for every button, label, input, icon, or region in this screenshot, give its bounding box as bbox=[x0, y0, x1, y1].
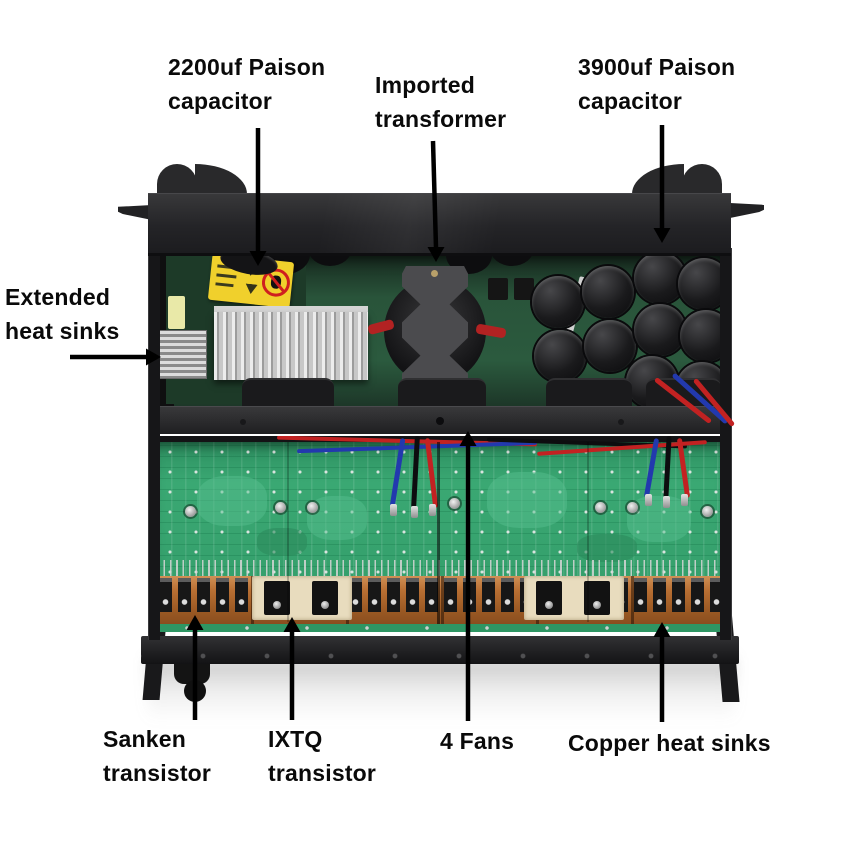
cooling-fan-2 bbox=[398, 378, 486, 408]
pcb-screw bbox=[275, 502, 286, 513]
pcb-screw bbox=[627, 502, 638, 513]
pcb-trace-pour bbox=[307, 496, 367, 540]
solder-lug bbox=[663, 496, 670, 508]
rack-ear-right bbox=[730, 203, 764, 218]
warning-triangle-icon bbox=[245, 283, 258, 294]
label-imported-transformer: Imported transformer bbox=[375, 72, 507, 132]
divider-screw bbox=[240, 419, 246, 425]
module-screw bbox=[593, 601, 601, 609]
reflection-shadow bbox=[148, 658, 734, 728]
bottom-bar bbox=[141, 636, 739, 664]
prohibition-slash bbox=[266, 271, 286, 294]
ixtq-module bbox=[584, 581, 610, 615]
transformer-screw bbox=[431, 270, 438, 277]
power-capacitor bbox=[634, 304, 686, 356]
board-seam bbox=[437, 442, 440, 624]
right-handle-slope bbox=[632, 164, 684, 194]
solder-lug bbox=[411, 506, 418, 518]
ixtq-module-panel bbox=[252, 576, 352, 620]
power-capacitor bbox=[532, 276, 584, 328]
psu-section bbox=[158, 250, 721, 408]
rack-ear-left bbox=[118, 205, 152, 220]
label-extended-heatsinks: Extended heat sinks bbox=[5, 284, 120, 344]
solder-lug bbox=[645, 494, 652, 506]
pcb-screw bbox=[185, 506, 196, 517]
solder-lug bbox=[390, 504, 397, 516]
film-capacitor bbox=[168, 296, 185, 329]
transformer-cover bbox=[402, 266, 468, 394]
divider-screw bbox=[436, 417, 444, 425]
left-handle-slope bbox=[195, 164, 247, 194]
module-screw bbox=[273, 601, 281, 609]
solder-lug bbox=[681, 494, 688, 506]
pcb-screw bbox=[702, 506, 713, 517]
transistor-row bbox=[159, 578, 721, 612]
label-ixtq-transistor: IXTQ transistor bbox=[268, 726, 377, 786]
left-handle bbox=[157, 164, 197, 196]
extended-heatsink-small bbox=[159, 330, 207, 379]
ixtq-module bbox=[536, 581, 562, 615]
driver-module bbox=[514, 278, 534, 300]
label-sanken-transistor: Sanken transistor bbox=[103, 726, 212, 786]
pcb-trace-pour bbox=[487, 472, 567, 528]
ixtq-module bbox=[264, 581, 290, 615]
label-4-fans: 4 Fans bbox=[440, 728, 515, 754]
extended-heatsink-top-face bbox=[214, 306, 368, 314]
pcb-screw bbox=[307, 502, 318, 513]
amplifier-section bbox=[157, 436, 723, 632]
module-screw bbox=[545, 601, 553, 609]
pcb-edge-strip bbox=[157, 624, 723, 632]
front-panel bbox=[148, 193, 731, 256]
pcb-trace-pour bbox=[627, 496, 691, 542]
power-foot-knob bbox=[184, 680, 206, 702]
capacitor-bank bbox=[530, 250, 721, 408]
left-side-panel bbox=[148, 248, 160, 640]
label-2200uf-capacitor: 2200uf Paison capacitor bbox=[168, 54, 326, 114]
divider-screw bbox=[618, 419, 624, 425]
ixtq-module-panel bbox=[524, 576, 624, 620]
power-capacitor bbox=[534, 330, 586, 382]
power-capacitor bbox=[680, 310, 721, 362]
driver-module bbox=[488, 278, 508, 300]
solder-lug bbox=[429, 504, 436, 516]
divider-bar bbox=[148, 406, 731, 434]
pcb-screw bbox=[449, 498, 460, 509]
right-side-panel bbox=[720, 248, 732, 640]
sticker-text-line bbox=[216, 273, 237, 279]
power-capacitor bbox=[584, 320, 636, 372]
label-3900uf-capacitor: 3900uf Paison capacitor bbox=[578, 54, 736, 114]
lead-row bbox=[157, 560, 723, 578]
sticker-text-line bbox=[215, 282, 234, 288]
power-capacitor bbox=[634, 252, 686, 304]
pcb-trace-pour bbox=[197, 476, 267, 526]
board-seam bbox=[287, 442, 289, 622]
module-screw bbox=[321, 601, 329, 609]
extended-heatsink-large bbox=[214, 312, 368, 380]
board-seam bbox=[587, 442, 589, 622]
power-capacitor bbox=[678, 258, 721, 310]
cooling-fan-1 bbox=[242, 378, 334, 408]
cooling-fan-3 bbox=[546, 378, 632, 408]
pcb-trace-pour bbox=[577, 534, 637, 562]
power-capacitor bbox=[582, 266, 634, 318]
pcb-trace-pour bbox=[257, 528, 307, 556]
right-handle bbox=[682, 164, 722, 196]
pcb-screw bbox=[595, 502, 606, 513]
label-copper-heatsinks: Copper heat sinks bbox=[568, 730, 771, 756]
ixtq-module bbox=[312, 581, 338, 615]
